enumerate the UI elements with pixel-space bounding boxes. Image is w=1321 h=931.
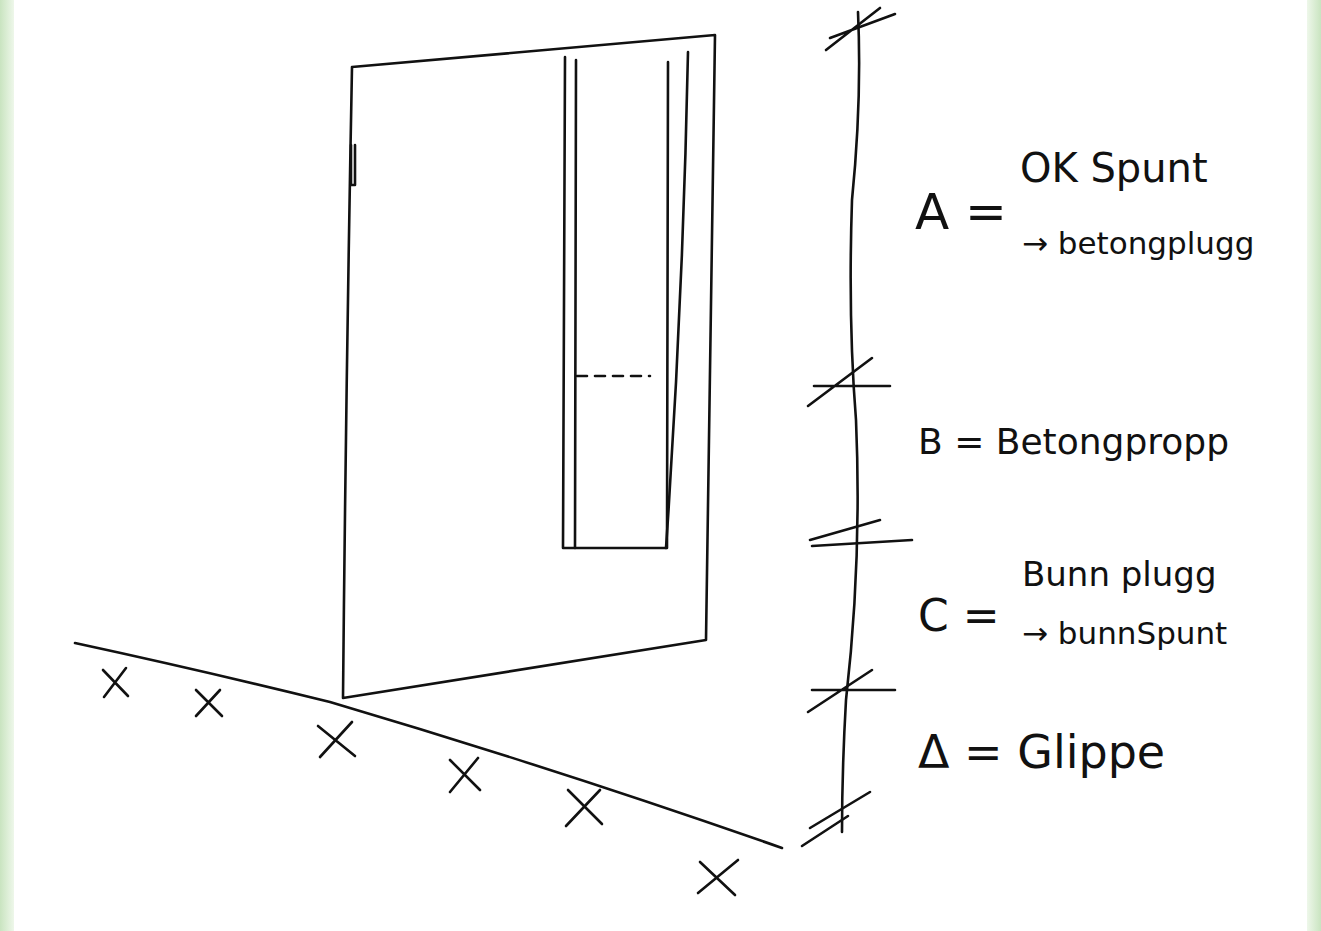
- panel-mark: [351, 145, 355, 185]
- inner-slot: [563, 57, 668, 548]
- ground-marks: [103, 668, 738, 895]
- legend-letter: C =: [918, 592, 1000, 640]
- legend-letter: A =: [915, 185, 1007, 240]
- ground-line: [75, 643, 782, 848]
- note-text: OK Spunt: [1020, 146, 1208, 190]
- note-text: → bunnSpunt: [1022, 616, 1227, 650]
- inner-slot-line: [575, 60, 576, 548]
- wall-panel: [343, 35, 715, 698]
- note-text: Δ = Glippe: [918, 727, 1165, 778]
- axis-ticks: [802, 8, 912, 846]
- level-axis: [842, 12, 859, 832]
- note-text: → betongplugg: [1022, 226, 1254, 260]
- inner-slot-line: [666, 52, 688, 548]
- note-text: Bunn plugg: [1022, 556, 1217, 593]
- frame-edge: [1307, 0, 1321, 931]
- note-text: B = Betongpropp: [918, 422, 1229, 462]
- frame-edge: [0, 0, 14, 931]
- level-dash: [577, 375, 650, 378]
